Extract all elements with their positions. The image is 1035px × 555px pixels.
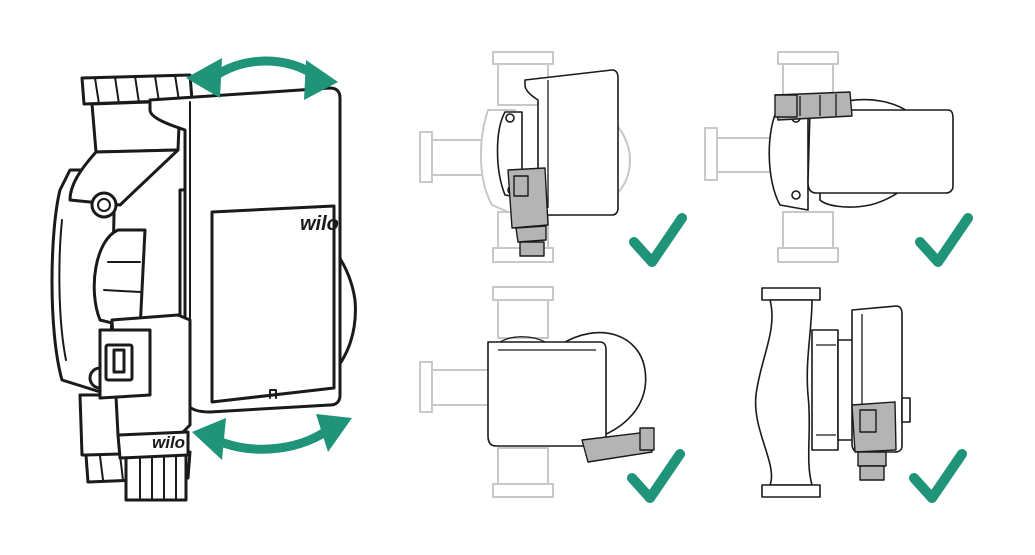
check-mark-4-icon: [909, 449, 967, 503]
position-motor-rotated-down: [419, 286, 655, 498]
position-motor-rotated-right: [704, 51, 954, 263]
large-pump: wilo wilo: [50, 73, 357, 502]
position-motor-up: [419, 51, 631, 263]
position-motor-side-view: [754, 287, 911, 498]
rotation-arrow-top-icon: [186, 56, 338, 100]
check-mark-2-icon: [915, 213, 973, 267]
check-mark-1-icon: [629, 213, 687, 267]
rotation-arrow-bottom-icon: [192, 414, 352, 460]
check-mark-3-icon: [627, 449, 685, 503]
brand-logo-connector: wilo: [152, 433, 185, 452]
brand-logo: wilo: [300, 213, 339, 235]
